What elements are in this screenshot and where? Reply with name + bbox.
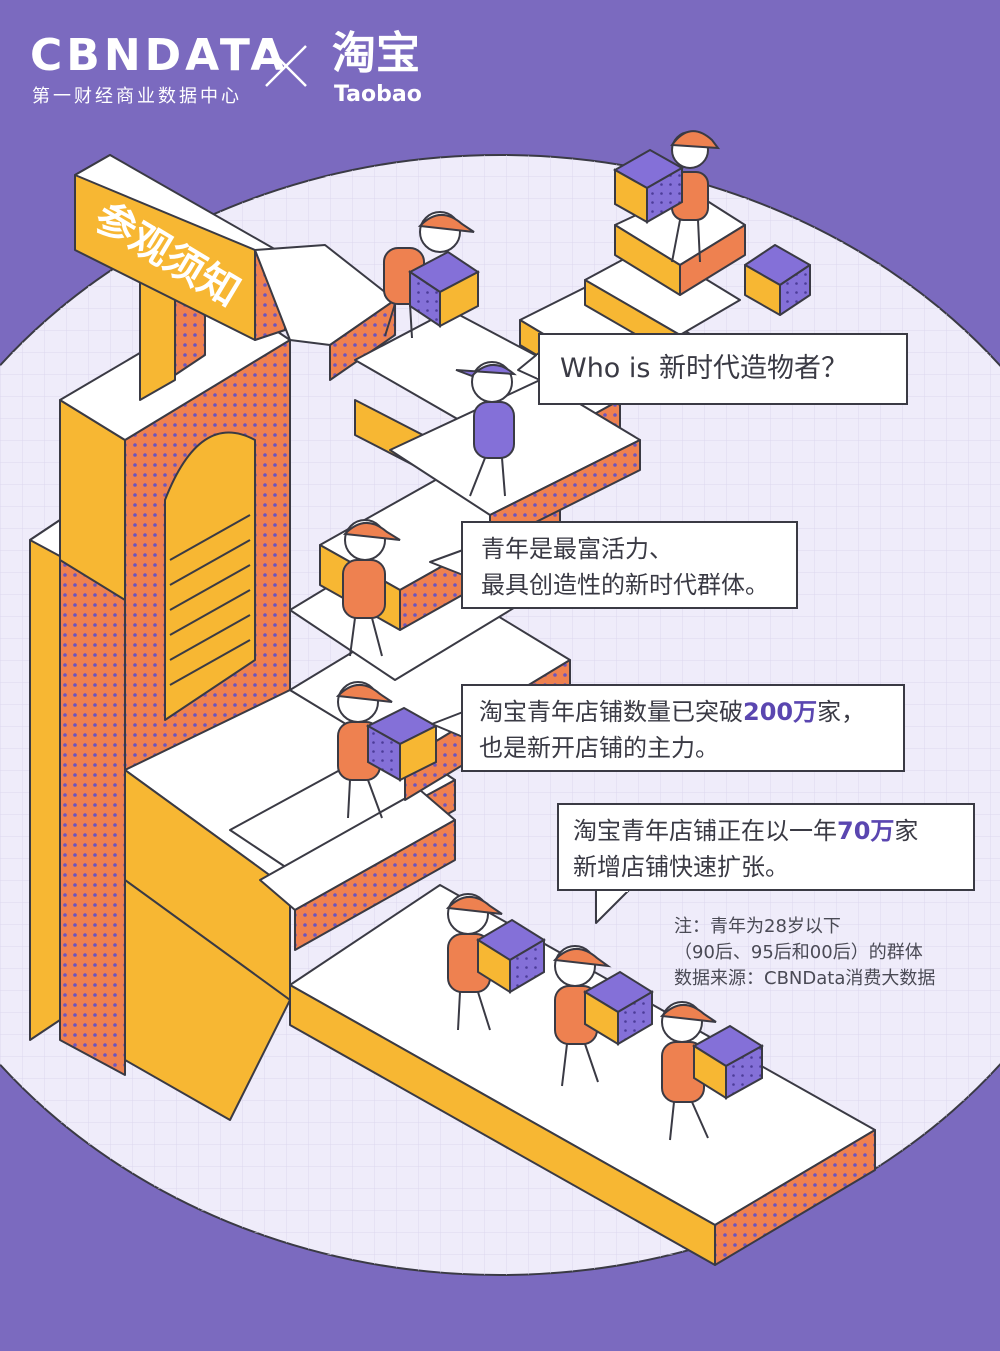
cbndata-logo: CBNDATA (30, 30, 289, 81)
callout-youth-line2: 最具创造性的新时代群体。 (481, 571, 769, 599)
callout-growth-pre: 淘宝青年店铺正在以一年 (573, 817, 837, 845)
worker-6 (445, 893, 546, 1031)
callout-shops-line1: 淘宝青年店铺数量已突破200万家， (479, 694, 903, 730)
worker-5 (335, 681, 439, 819)
worker-top (612, 130, 721, 263)
footnote: 注：青年为28岁以下 （90后、95后和00后）的群体 数据来源：CBNData… (674, 914, 935, 992)
callout-shops-line2: 也是新开店铺的主力。 (479, 734, 719, 762)
callout-who: Who is 新时代造物者？ (538, 333, 908, 405)
callout-shops-number: 200万 (743, 698, 818, 726)
callout-shops: 淘宝青年店铺数量已突破200万家， 也是新开店铺的主力。 (461, 684, 905, 772)
workers (335, 130, 764, 1141)
cbndata-subtitle: 第一财经商业数据中心 (32, 86, 242, 107)
worker-2 (383, 211, 480, 339)
callout-shops-pre: 淘宝青年店铺数量已突破 (479, 698, 743, 726)
collab-cross-icon (265, 45, 307, 87)
taobao-subtitle: Taobao (334, 82, 422, 107)
worker-3 (455, 361, 517, 497)
worker-8 (659, 1001, 764, 1141)
callout-growth-line2: 新增店铺快速扩张。 (573, 853, 789, 881)
bottom-platform (289, 884, 876, 1266)
bubble-tails (429, 351, 631, 924)
callout-growth-line1: 淘宝青年店铺正在以一年70万家 (573, 813, 973, 849)
worker-7 (552, 945, 654, 1087)
gate-tower (29, 154, 396, 1076)
callout-who-text: Who is 新时代造物者？ (560, 353, 849, 384)
worker-4 (342, 519, 401, 657)
callout-growth-post: 家 (894, 817, 919, 845)
callout-growth: 淘宝青年店铺正在以一年70万家 新增店铺快速扩张。 (557, 803, 975, 891)
callout-youth: 青年是最富活力、 最具创造性的新时代群体。 (461, 521, 798, 609)
callout-shops-post: 家， (817, 698, 866, 726)
footnote-generations: （90后、95后和00后）的群体 (674, 942, 923, 963)
callout-growth-number: 70万 (837, 817, 895, 845)
callout-youth-line1: 青年是最富活力、 (481, 535, 673, 563)
footnote-definition: 注：青年为28岁以下 (674, 916, 841, 937)
taobao-logo: 淘宝 (332, 28, 420, 79)
footnote-source: 数据来源：CBNData消费大数据 (674, 968, 936, 989)
